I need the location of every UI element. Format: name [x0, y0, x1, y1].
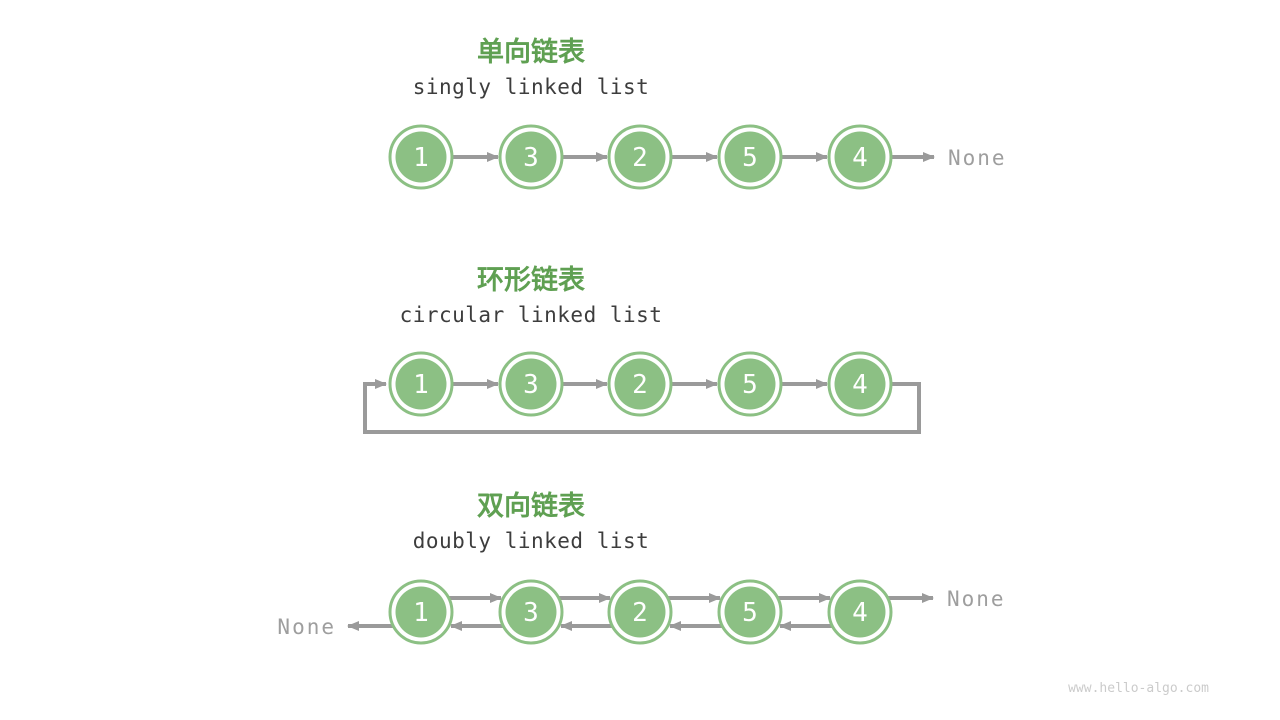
section-title-zh: 双向链表	[477, 490, 585, 522]
list-node: 5	[717, 351, 783, 417]
section-title-en: doubly linked list	[413, 529, 650, 553]
node-value: 2	[632, 143, 648, 173]
node-body	[614, 358, 666, 410]
section-title-zh: 单向链表	[477, 36, 585, 68]
node-value: 5	[742, 370, 758, 400]
node-body	[614, 131, 666, 183]
list-node: 2	[607, 579, 673, 645]
node-value: 4	[852, 143, 868, 173]
section-circular-linked-list: 环形链表 circular linked list 1 3 2 5	[363, 264, 921, 434]
node-value: 2	[632, 598, 648, 628]
node-value: 1	[413, 370, 429, 400]
watermark: www.hello-algo.com	[1068, 681, 1209, 696]
section-title-en: circular linked list	[400, 303, 663, 327]
section-singly-linked-list: 单向链表 singly linked list 1 3 2 5	[388, 36, 1007, 190]
tail-none-label: None	[948, 146, 1007, 170]
node-body	[834, 131, 886, 183]
section-title-en: singly linked list	[413, 75, 650, 99]
list-node: 4	[827, 124, 893, 190]
list-node: 3	[498, 351, 564, 417]
list-node: 2	[607, 124, 673, 190]
tail-none-label: None	[947, 587, 1006, 611]
node-body	[724, 586, 776, 638]
list-node: 1	[388, 351, 454, 417]
list-node: 5	[717, 124, 783, 190]
node-value: 3	[523, 598, 539, 628]
node-value: 3	[523, 143, 539, 173]
list-node: 1	[388, 579, 454, 645]
list-node: 3	[498, 124, 564, 190]
list-node: 2	[607, 351, 673, 417]
node-value: 5	[742, 143, 758, 173]
node-body	[834, 358, 886, 410]
list-node: 3	[498, 579, 564, 645]
node-value: 5	[742, 598, 758, 628]
loop-back-arrow	[363, 379, 921, 434]
node-body	[505, 358, 557, 410]
node-body	[395, 358, 447, 410]
node-body	[724, 358, 776, 410]
list-node: 1	[388, 124, 454, 190]
head-none-label: None	[277, 615, 336, 639]
node-value: 4	[852, 370, 868, 400]
list-node: 5	[717, 579, 783, 645]
node-value: 1	[413, 143, 429, 173]
section-doubly-linked-list: 双向链表 doubly linked list 1 3 2	[277, 490, 1006, 645]
node-value: 2	[632, 370, 648, 400]
node-value: 1	[413, 598, 429, 628]
node-body	[505, 586, 557, 638]
node-body	[834, 586, 886, 638]
node-body	[614, 586, 666, 638]
list-node: 4	[827, 351, 893, 417]
node-value: 4	[852, 598, 868, 628]
node-body	[505, 131, 557, 183]
node-body	[395, 131, 447, 183]
section-title-zh: 环形链表	[477, 264, 585, 296]
list-node: 4	[827, 579, 893, 645]
node-body	[395, 586, 447, 638]
node-body	[724, 131, 776, 183]
node-value: 3	[523, 370, 539, 400]
